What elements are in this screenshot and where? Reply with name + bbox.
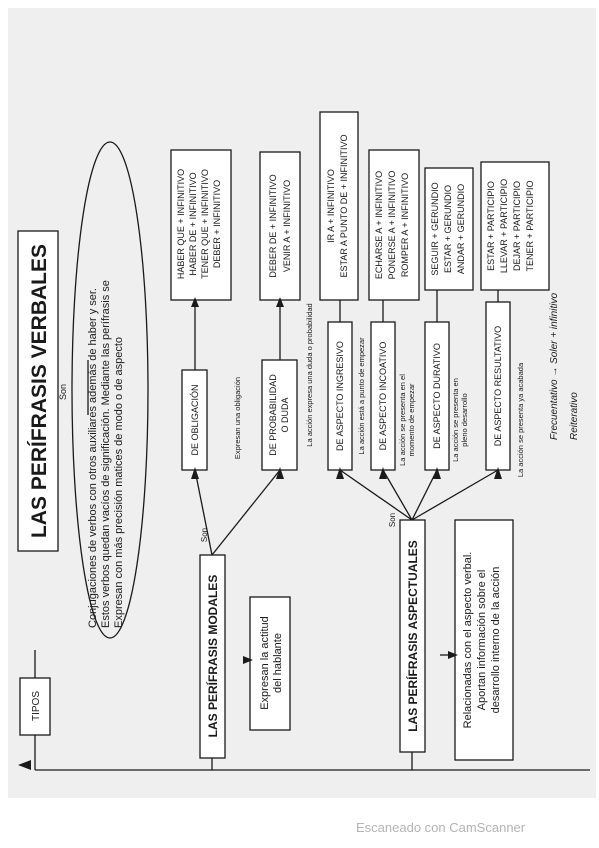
durativo-forms-box xyxy=(424,167,474,291)
durativo-form-1: SEGUIR + GERUNDIO xyxy=(430,182,440,275)
arrow-probabilidad-forms-icon xyxy=(276,297,284,307)
ingresivo-form-2: ESTAR A PUNTO DE + INFINITIVO xyxy=(339,135,349,278)
resultativo-box xyxy=(485,301,511,471)
obligacion-forms-box xyxy=(170,149,232,301)
durativo-label: DE ASPECTO DURATIVO xyxy=(432,343,442,449)
aspectuales-note-line-2: Aportan información sobre el xyxy=(476,570,488,711)
arrow-obligacion-icon xyxy=(191,467,199,479)
arrow-tipos-icon xyxy=(18,760,31,770)
probabilidad-label-line-2: O DUDA xyxy=(280,397,290,432)
incoativo-form-3: ROMPER A + INFINITIVO xyxy=(400,173,410,277)
resultativo-desc: La acción se presenta ya acabada xyxy=(516,362,525,477)
tipos-label: TIPOS xyxy=(31,691,42,721)
resultativo-form-2: LLEVAR + PARTICIPIO xyxy=(499,179,509,273)
obligacion-desc: Expresan una obligación xyxy=(233,377,242,459)
aspectuales-note-box xyxy=(454,519,514,761)
probabilidad-form-2: VENIR A + INFINITIVO xyxy=(282,180,292,272)
scanner-watermark: Escaneado con CamScanner xyxy=(356,820,526,835)
handwritten-note-line-1: Frecuentativo → Soler + infinitivo xyxy=(549,293,560,440)
incoativo-desc-line-1: La acción se presenta en el xyxy=(398,374,407,466)
incoativo-label: DE ASPECTO INCOATIVO xyxy=(378,342,388,451)
definition-line-2: Estos verbos quedan vacíos de significac… xyxy=(100,280,112,628)
connector-lines xyxy=(34,290,590,771)
arrow-probabilidad-icon xyxy=(276,467,284,479)
incoativo-forms-box xyxy=(368,149,420,301)
ingresivo-form-1: IR A + INFINITIVO xyxy=(326,169,336,243)
ingresivo-desc: La acción está a punto de empezar xyxy=(357,337,366,455)
obligacion-label: DE OBLIGACIÓN xyxy=(190,384,200,455)
probabilidad-label-line-1: DE PROBABILIDAD xyxy=(268,374,278,456)
obligacion-form-1: HABER QUE + INFINITIVO xyxy=(176,169,186,279)
resultativo-form-4: TENER + PARTICIPIO xyxy=(525,181,535,272)
arrow-ingresivo-icon xyxy=(336,467,344,479)
aspectuales-box xyxy=(399,519,426,753)
arrow-obligacion-forms-icon xyxy=(191,297,199,307)
son-label-title: Son xyxy=(58,384,68,400)
resultativo-label: DE ASPECTO RESULTATIVO xyxy=(493,326,503,446)
definition-line-1: Conjugaciones de verbos con otros auxili… xyxy=(87,288,99,628)
durativo-form-2: ESTAR + GERUNDIO xyxy=(443,185,453,273)
modales-box xyxy=(199,554,226,759)
arrow-aspectuales-note-icon xyxy=(448,651,458,659)
son-label-aspectuales: Son xyxy=(388,513,397,527)
ingresivo-label: DE ASPECTO INGRESIVO xyxy=(335,341,345,451)
probabilidad-box xyxy=(261,359,298,471)
probabilidad-desc: La acción expresa una duda o probabilida… xyxy=(305,303,314,446)
definition-ellipse xyxy=(71,141,149,639)
aspectuales-label: LAS PERÍFRASIS ASPECTUALES xyxy=(405,540,420,732)
obligacion-form-2: HABER DE + INFINITIVO xyxy=(188,172,198,275)
modales-label: LAS PERÍFRASIS MODALES xyxy=(205,575,220,738)
obligacion-form-3: TENER QUE + INFINITIVO xyxy=(200,169,210,279)
modales-note-box xyxy=(249,596,291,731)
modales-note-line-1: Expresan la actitud xyxy=(259,616,271,710)
resultativo-forms-box xyxy=(480,161,550,291)
arrow-durativo-icon xyxy=(433,467,441,479)
title-box xyxy=(17,230,59,552)
ingresivo-box xyxy=(327,321,353,471)
incoativo-box xyxy=(370,321,396,471)
durativo-box xyxy=(424,321,450,471)
durativo-form-3: ANDAR + GERUNDIO xyxy=(456,184,466,274)
arrow-incoativo-icon xyxy=(379,467,387,479)
node-boxes xyxy=(17,111,550,761)
ingresivo-forms-box xyxy=(319,111,359,301)
tipos-box xyxy=(19,677,51,736)
modales-note-line-2: del hablante xyxy=(272,633,284,693)
definition-line-3: Expresan con más precisión matices de mo… xyxy=(113,337,125,628)
arrow-modales-note-icon xyxy=(243,656,253,664)
obligacion-form-4: DEBER + INFINITIVO xyxy=(212,180,222,268)
durativo-desc-line-1: La acción se presenta en xyxy=(451,378,460,462)
resultativo-form-1: ESTAR + PARTICIPIO xyxy=(486,181,496,271)
incoativo-form-2: PONERSE A + INFINITIVO xyxy=(387,171,397,280)
arrow-resultativo-icon xyxy=(494,467,502,479)
arrowheads xyxy=(18,297,502,770)
aspectuales-note-line-1: Relacionadas con el aspecto verbal. xyxy=(462,552,474,729)
incoativo-desc-line-2: momento de empezar xyxy=(407,383,416,456)
incoativo-form-1: ECHARSE A + INFINITIVO xyxy=(374,171,384,279)
probabilidad-form-1: DEBER DE + INFINITIVO xyxy=(268,174,278,277)
page-title: LAS PERÍFRASIS VERBALES xyxy=(28,244,51,538)
resultativo-form-3: DEJAR + PARTICIPIO xyxy=(512,181,522,271)
durativo-desc-line-2: pleno desarrollo xyxy=(460,393,469,446)
aspectuales-note-line-3: desarrollo interno de la acción xyxy=(490,567,502,714)
son-label-modales: Son xyxy=(200,528,209,542)
handwritten-note-line-2: Reiterativo xyxy=(569,392,580,440)
probabilidad-forms-box xyxy=(259,151,301,301)
